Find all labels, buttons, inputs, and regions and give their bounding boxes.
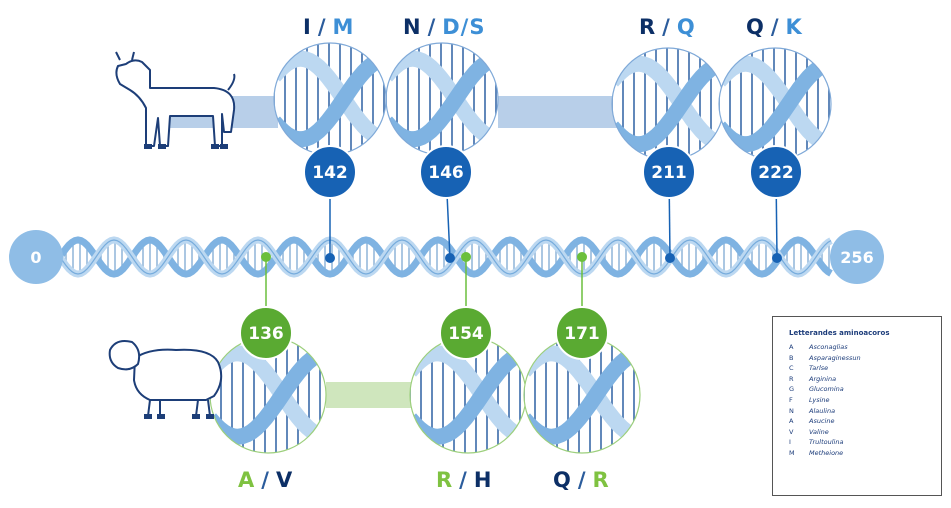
goat-position-dot: [665, 253, 675, 263]
amino-acid-legend: Letterandes aminoacoros A Asconaglias B As…: [772, 316, 942, 496]
goat-zoom-146: [385, 42, 499, 156]
chromosome-start-cap: [9, 230, 63, 284]
legend-name: Alaulina: [809, 406, 836, 415]
legend-row: R Arginina: [789, 374, 931, 385]
legend-code: I: [789, 438, 791, 447]
legend-row: G Glucomina: [789, 384, 931, 395]
legend-row: V Valine: [789, 427, 931, 438]
goat-211-alt: Q: [676, 15, 696, 39]
goat-zoom-142: [273, 42, 387, 156]
goat-142-ref: I: [303, 15, 312, 39]
sheep-136-alt: V: [275, 468, 294, 492]
goat-variant-146-label: N/D/S: [403, 15, 486, 39]
sheep-position-label: 171: [564, 324, 600, 344]
sheep-position-label: 154: [448, 324, 484, 344]
goat-variant-142-label: I/M: [303, 15, 355, 39]
legend-name: Asucine: [809, 417, 835, 426]
goat-position-label: 146: [428, 163, 464, 183]
sheep-icon: [108, 340, 223, 419]
goat-211-ref: R: [639, 15, 657, 39]
chromosome-end-label: 256: [840, 248, 873, 267]
legend-name: Metheione: [809, 448, 844, 457]
legend-code: N: [789, 406, 794, 415]
sheep-variant-154-label: R/H: [436, 468, 493, 492]
legend-name: Lysine: [809, 395, 830, 404]
legend-code: M: [789, 448, 795, 457]
goat-position-marker: [749, 145, 803, 199]
goat-position-label: 142: [312, 163, 348, 183]
sheep-154-ref: R: [436, 468, 454, 492]
sheep-variant-171-label: Q/R: [553, 468, 610, 492]
sheep-171-alt: R: [592, 468, 610, 492]
legend-code: C: [789, 364, 794, 373]
legend-name: Valine: [809, 427, 829, 436]
sheep-position-dot: [261, 252, 271, 262]
sheep-zoom-171: [523, 336, 641, 454]
legend-name: Tarlse: [809, 364, 829, 373]
sheep-171-ref: Q: [553, 468, 572, 492]
helix-front-outline: [59, 239, 832, 275]
legend-name: Asparaginessun: [809, 353, 861, 362]
legend-row: F Lysine: [789, 395, 931, 406]
goat-bar-middle: [498, 96, 618, 128]
sheep-position-marker: [239, 306, 293, 360]
sheep-154-alt: H: [473, 468, 493, 492]
goat-position-label: 211: [651, 163, 687, 183]
goat-146-alt: D/S: [442, 15, 486, 39]
legend-name: Arginina: [809, 374, 837, 383]
legend-name: Trultoulina: [809, 438, 844, 447]
sheep-position-dot: [461, 252, 471, 262]
legend-name: Glucomina: [809, 385, 844, 394]
goat-position-marker: [642, 145, 696, 199]
sheep-position-marker: [555, 306, 609, 360]
sheep-bar-middle: [326, 382, 416, 408]
legend-row: A Asconaglias: [789, 342, 931, 353]
goat-zoom-211: [611, 47, 725, 161]
goat-222-alt: K: [785, 15, 803, 39]
sheep-position-label: 136: [248, 324, 284, 344]
goat-position-dot: [325, 253, 335, 263]
legend-name: Asconaglias: [809, 343, 848, 351]
legend-code: G: [789, 385, 795, 394]
goat-position-dot: [772, 253, 782, 263]
goat-position-marker: [303, 145, 357, 199]
goat-position-marker: [419, 145, 473, 199]
legend-code: B: [789, 353, 794, 362]
legend-code: A: [789, 417, 794, 426]
legend-row: C Tarlse: [789, 363, 931, 374]
legend-row: I Trultoulina: [789, 437, 931, 448]
goat-222-ref: Q: [746, 15, 765, 39]
goat-146-ref: N: [403, 15, 422, 39]
chromosome-end-cap: [830, 230, 884, 284]
sheep-136-ref: A: [238, 468, 256, 492]
legend-row: N Alaulina: [789, 406, 931, 417]
goat-zoom-222: [718, 47, 832, 161]
goat-142-alt: M: [332, 15, 355, 39]
goat-variant-222-label: Q/K: [746, 15, 803, 39]
sheep-position-marker: [439, 306, 493, 360]
goat-variant-211-label: R/Q: [639, 15, 696, 39]
helix-back-strand: [57, 236, 833, 278]
legend-code: R: [789, 374, 794, 383]
legend-row: B Asparaginessun: [789, 353, 931, 364]
legend-title: Letterandes aminoacoros: [789, 329, 890, 337]
legend-row: A Asucine: [789, 416, 931, 427]
legend-code: F: [789, 395, 793, 404]
sheep-position-dot: [577, 252, 587, 262]
legend-code: V: [789, 427, 794, 436]
legend-row: M Metheione: [789, 448, 931, 459]
goat-position-label: 222: [758, 163, 794, 183]
chromosome-start-label: 0: [30, 248, 41, 267]
legend-code: A: [789, 343, 794, 351]
sheep-variant-136-label: A/V: [238, 468, 294, 492]
goat-icon: [115, 51, 236, 149]
goat-position-dot: [445, 253, 455, 263]
